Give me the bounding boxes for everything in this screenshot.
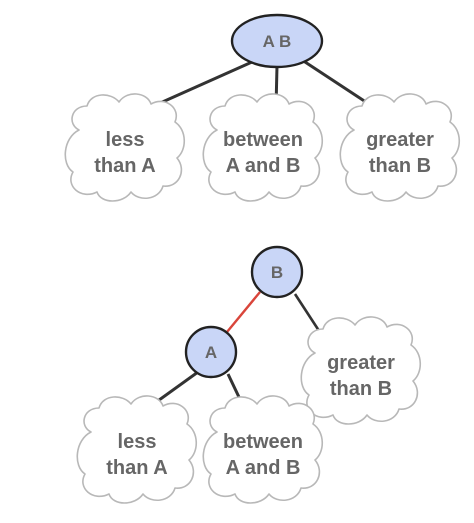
top-cloud-between-a-and-b: between A and B	[202, 93, 324, 202]
cloud-label-line1: between	[223, 431, 303, 453]
cloud-label-line1: greater	[327, 352, 395, 374]
cloud-label-line1: less	[106, 129, 145, 151]
cloud-label-line1: less	[118, 431, 157, 453]
top-tree: less than A between A and B greater than…	[64, 13, 461, 202]
bottom-cloud-greater-than-b: greater than B	[300, 316, 422, 425]
top-root-label: A B	[263, 32, 292, 51]
bottom-child-node-a: A	[184, 325, 238, 379]
cloud-label-line2: than B	[369, 155, 431, 177]
cloud-label-line1: greater	[366, 129, 434, 151]
top-root-node: A B	[230, 13, 324, 69]
cloud-label-line2: A and B	[226, 155, 301, 177]
bottom-edge-b-to-a-red	[226, 291, 261, 333]
bottom-child-label: A	[205, 343, 217, 362]
top-cloud-greater-than-b: greater than B	[339, 93, 461, 202]
bottom-root-node-b: B	[250, 245, 304, 299]
cloud-label-line2: than A	[106, 457, 167, 479]
bottom-cloud-between-a-and-b: between A and B	[202, 395, 324, 504]
cloud-label-line2: than B	[330, 378, 392, 400]
bottom-tree: greater than B less than A between A and…	[76, 245, 422, 504]
bottom-root-label: B	[271, 263, 283, 282]
top-cloud-less-than-a: less than A	[64, 93, 186, 202]
bottom-cloud-less-than-a: less than A	[76, 395, 198, 504]
cloud-label-line2: A and B	[226, 457, 301, 479]
cloud-label-line2: than A	[94, 155, 155, 177]
cloud-label-line1: between	[223, 129, 303, 151]
